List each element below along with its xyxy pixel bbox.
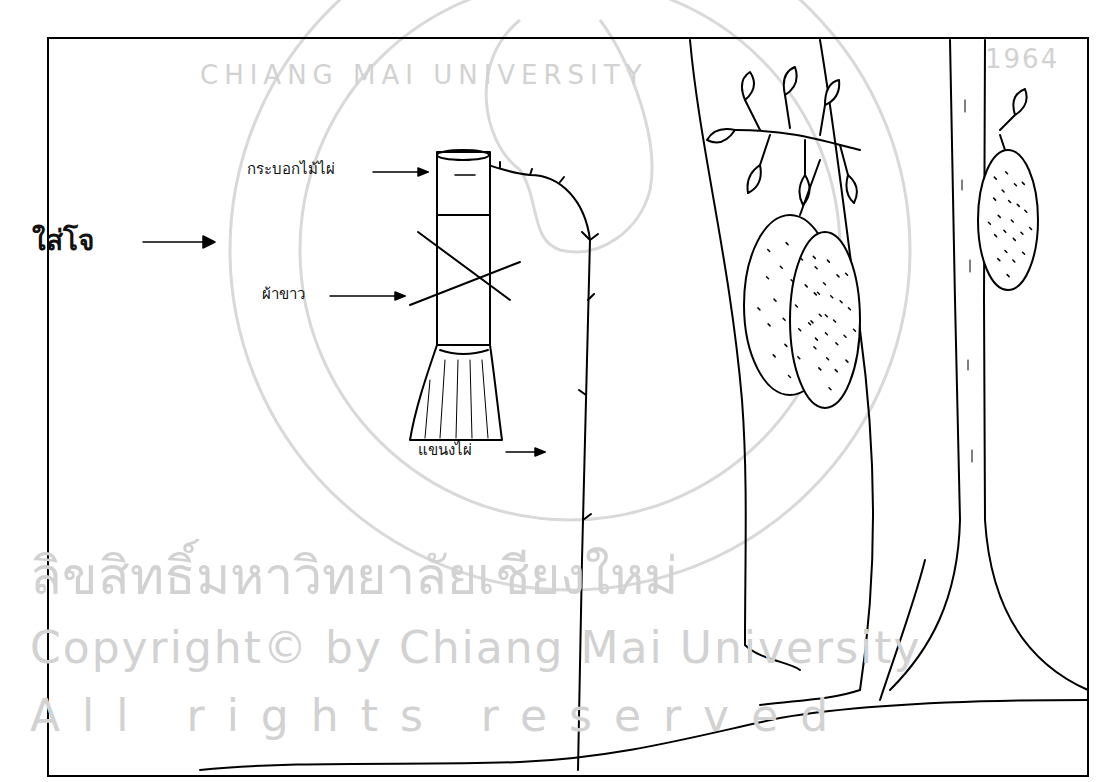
part-label: ใส่โจ xyxy=(32,224,94,258)
cross-sticks xyxy=(410,232,520,305)
bamboo-tube xyxy=(437,150,490,345)
watermark-text: ลิขสิทธิ์มหาวิทยาลัยเชียงใหม่ xyxy=(30,545,678,607)
part-label: ผ้าขาว xyxy=(262,285,305,303)
leader-arrows xyxy=(143,168,545,456)
watermark-text: Copyright© by Chiang Mai University xyxy=(30,622,922,675)
part-label: แขนงไผ่ xyxy=(418,441,472,459)
watermark-text: CHIANG MAI UNIVERSITY xyxy=(200,60,648,91)
watermark-text: 1964 xyxy=(985,44,1059,75)
fruit-texture xyxy=(758,172,1032,390)
part-label: กระบอกไม้ไผ่ xyxy=(247,160,335,178)
white-cloth xyxy=(410,345,502,440)
watermark-text: All rights reserved xyxy=(30,690,850,743)
